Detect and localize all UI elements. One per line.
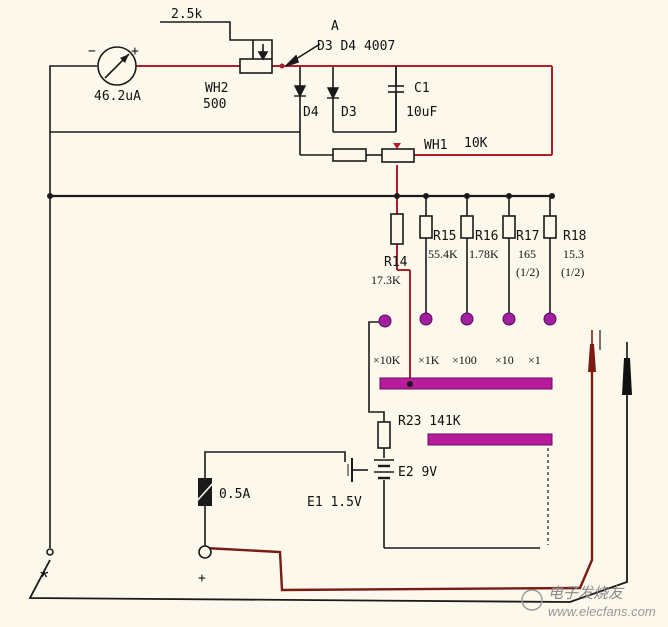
contact-x1 <box>543 312 557 326</box>
label-range-x100: ×100 <box>452 353 477 367</box>
label-c1-value: 10uF <box>406 105 437 120</box>
wh1-potentiometer <box>332 143 415 163</box>
watermark-cn: 电子发烧友 <box>548 585 625 602</box>
label-wh2-value: 2.5k <box>171 7 202 22</box>
label-d3: D3 <box>341 105 357 120</box>
label-wh2-name: WH2 <box>205 81 228 96</box>
label-r14-name: R14 <box>384 255 408 270</box>
resistor-r14 <box>390 213 404 245</box>
capacitor-c1 <box>388 66 404 132</box>
contact-x1k <box>419 312 433 326</box>
label-range-x1: ×1 <box>528 353 541 367</box>
label-range-x10: ×10 <box>495 353 514 367</box>
label-wh1-name: WH1 <box>424 138 447 153</box>
label-wh2-ohms: 500 <box>203 97 226 112</box>
label-meter-plus: + <box>131 44 139 59</box>
battery-e2 <box>374 459 394 480</box>
label-diode-header: D3 D4 4007 <box>317 39 395 54</box>
common-terminal-switch <box>46 548 54 556</box>
label-wh1-value: 10K <box>464 136 488 151</box>
black-wires <box>28 65 628 603</box>
jack-plus <box>198 545 212 559</box>
label-r18-name: R18 <box>563 229 586 244</box>
diode-d4 <box>293 85 307 98</box>
label-meter-minus: − <box>88 44 96 59</box>
label-r14-value: 17.3K <box>371 273 401 287</box>
label-fuse: 0.5A <box>219 487 250 502</box>
label-point-a: A <box>331 19 339 34</box>
contact-x100 <box>460 312 474 326</box>
microammeter <box>97 46 137 86</box>
wh2-potentiometer <box>160 21 321 74</box>
contact-bars <box>379 377 553 446</box>
label-r15-name: R15 <box>433 229 456 244</box>
label-r16-value: 1.78K <box>469 247 499 261</box>
probe-red <box>588 330 596 372</box>
label-r16-name: R16 <box>475 229 498 244</box>
label-jack-plus: + <box>198 571 206 586</box>
label-jack-star: * <box>40 565 49 590</box>
probe-black <box>622 342 632 395</box>
label-range-x1k: ×1K <box>418 353 440 367</box>
resistor-r16 <box>460 215 474 239</box>
resistor-r15 <box>419 215 433 239</box>
junction-dots <box>47 193 555 199</box>
resistor-r18 <box>543 215 557 239</box>
label-range-x10k: ×10K <box>373 353 401 367</box>
label-r15-value: 55.4K <box>428 247 458 261</box>
label-meter-value: 46.2uA <box>94 89 141 104</box>
resistor-r17 <box>502 215 516 239</box>
diode-d3 <box>326 87 340 100</box>
label-e2: E2 9V <box>398 465 437 480</box>
label-d4: D4 <box>303 105 319 120</box>
red-wires <box>136 65 553 384</box>
watermark: 电子发烧友 www.elecfans.com <box>521 585 656 619</box>
resistor-r23 <box>377 421 391 449</box>
fuse <box>195 478 215 506</box>
label-c1-name: C1 <box>414 81 430 96</box>
label-e1: E1 1.5V <box>307 495 362 510</box>
label-r17-value: 165 <box>518 247 536 261</box>
selector-bar-lower <box>427 433 553 446</box>
common-lead <box>204 370 594 592</box>
label-r18-value: 15.3 <box>563 247 584 261</box>
switch-contacts <box>378 312 557 328</box>
label-r17-name: R17 <box>516 229 539 244</box>
contact-x10k <box>378 314 392 328</box>
watermark-en: www.elecfans.com <box>548 604 656 619</box>
selector-bar-upper <box>379 377 553 390</box>
contact-x10 <box>502 312 516 326</box>
label-r18-note: (1/2) <box>561 265 584 279</box>
label-r17-note: (1/2) <box>516 265 539 279</box>
label-r23: R23 141K <box>398 414 461 429</box>
range-resistors <box>377 213 557 449</box>
